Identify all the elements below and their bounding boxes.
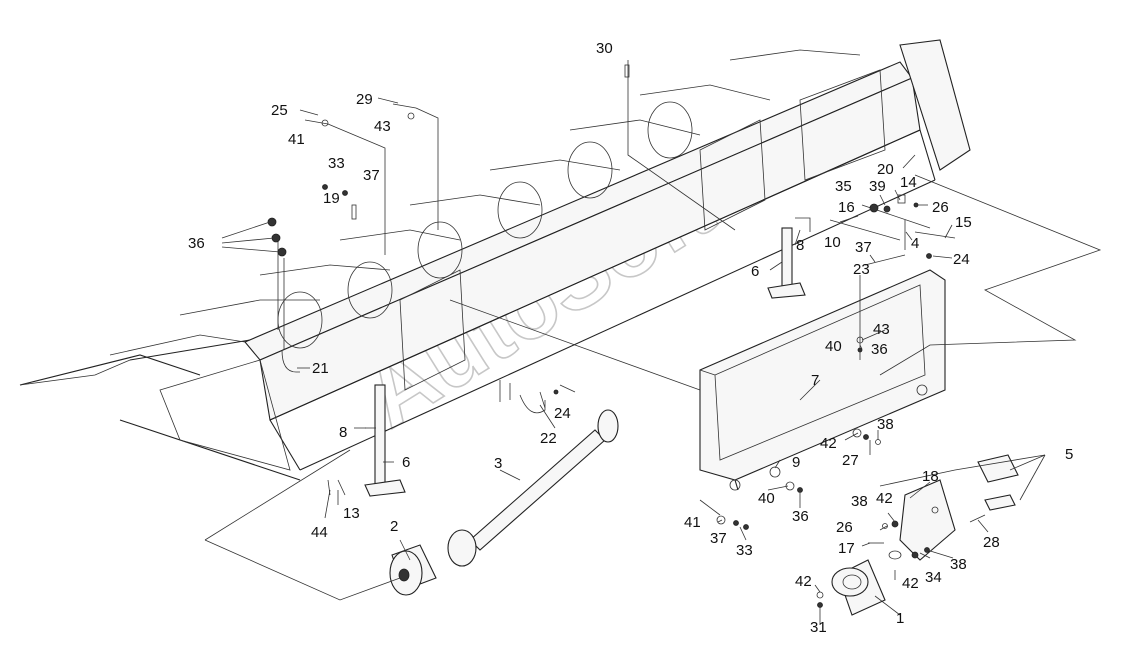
header-frame — [19, 39, 971, 481]
callout-label: 21 — [312, 360, 329, 377]
pulley-left — [389, 544, 437, 596]
callout-label: 22 — [540, 430, 557, 447]
callout-label: 24 — [953, 251, 970, 268]
stand-left — [364, 384, 406, 497]
callout-label: 1 — [896, 610, 904, 627]
callout-label: 42 — [795, 573, 812, 590]
callout-label: 3 — [494, 455, 502, 472]
callout-label: 20 — [877, 161, 894, 178]
callout-label: 7 — [811, 372, 819, 389]
callout-label: 38 — [851, 493, 868, 510]
callout-label: 4 — [911, 235, 919, 252]
callout-label: 43 — [873, 321, 890, 338]
stand-right — [767, 227, 806, 299]
callout-label: 42 — [820, 435, 837, 452]
callout-label: 44 — [311, 524, 328, 541]
callout-label: 14 — [900, 174, 917, 191]
callout-label: 9 — [792, 454, 800, 471]
callout-label: 28 — [983, 534, 1000, 551]
callout-label: 19 — [323, 190, 340, 207]
callout-label: 36 — [792, 508, 809, 525]
callout-label: 33 — [736, 542, 753, 559]
callout-label: 8 — [339, 424, 347, 441]
callouts: 30 25 41 29 43 33 37 19 36 21 8 6 44 13 … — [188, 40, 1073, 636]
callout-label: 41 — [684, 514, 701, 531]
callout-label: 40 — [758, 490, 775, 507]
callout-label: 10 — [824, 234, 841, 251]
callout-label: 26 — [932, 199, 949, 216]
callout-label: 36 — [188, 235, 205, 252]
drive-shaft — [447, 409, 619, 567]
callout-label: 38 — [950, 556, 967, 573]
callout-label: 5 — [1065, 446, 1073, 463]
callout-label: 23 — [853, 261, 870, 278]
callout-label: 16 — [838, 199, 855, 216]
bracket-plate — [899, 479, 956, 561]
callout-label: 25 — [271, 102, 288, 119]
callout-label: 8 — [796, 237, 804, 254]
callout-label: 15 — [955, 214, 972, 231]
leader-lines — [204, 60, 1102, 625]
callout-label: 30 — [596, 40, 613, 57]
callout-label: 6 — [751, 263, 759, 280]
callout-label: 26 — [836, 519, 853, 536]
callout-label: 37 — [363, 167, 380, 184]
callout-label: 43 — [374, 118, 391, 135]
callout-label: 33 — [328, 155, 345, 172]
hitch-frame — [699, 269, 946, 491]
callout-label: 40 — [825, 338, 842, 355]
callout-label: 31 — [810, 619, 827, 636]
callout-label: 37 — [710, 530, 727, 547]
callout-label: 13 — [343, 505, 360, 522]
callout-label: 17 — [838, 540, 855, 557]
part-5-blocks — [977, 454, 1019, 511]
pulley-right — [831, 559, 886, 616]
callout-label: 37 — [855, 239, 872, 256]
callout-label: 27 — [842, 452, 859, 469]
callout-label: 6 — [402, 454, 410, 471]
callout-label: 39 — [869, 178, 886, 195]
callout-label: 29 — [356, 91, 373, 108]
callout-label: 2 — [390, 518, 398, 535]
small-parts — [267, 64, 986, 608]
callout-label: 42 — [876, 490, 893, 507]
callout-label: 42 — [902, 575, 919, 592]
callout-label: 38 — [877, 416, 894, 433]
callout-label: 18 — [922, 468, 939, 485]
callout-label: 34 — [925, 569, 942, 586]
callout-label: 36 — [871, 341, 888, 358]
callout-label: 24 — [554, 405, 571, 422]
callout-label: 41 — [288, 131, 305, 148]
callout-label: 35 — [835, 178, 852, 195]
